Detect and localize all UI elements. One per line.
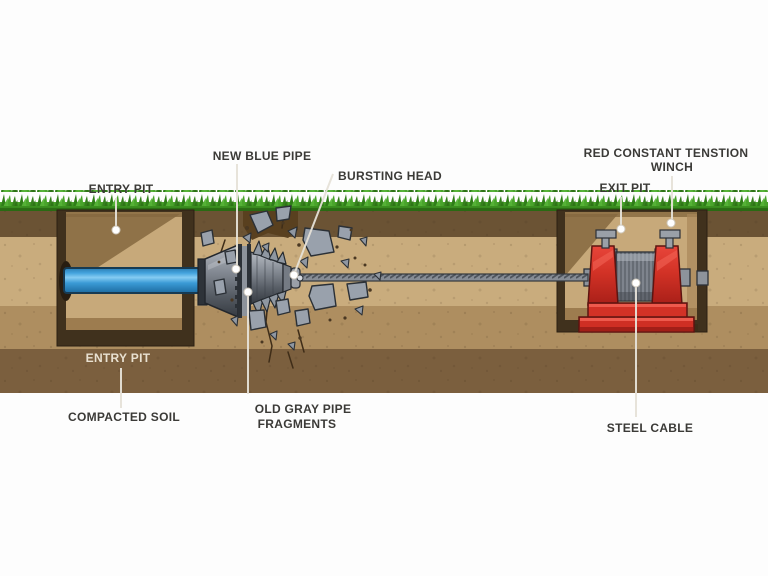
new-blue-pipe (63, 267, 211, 294)
dot-steel-cable (631, 278, 641, 288)
cutter-ridges (256, 256, 274, 300)
pipe-fragment (294, 308, 311, 327)
winch-base-upper-highlight (589, 304, 686, 307)
pipe-shard (230, 315, 239, 327)
leader-dots (111, 218, 676, 297)
exit-pit-side-shade (687, 214, 697, 320)
dot-winch (666, 218, 676, 228)
flange-spacer (242, 246, 247, 316)
pipe-fragment (302, 227, 335, 257)
cutter-teeth-top (252, 240, 287, 265)
pipe-shard (242, 232, 252, 244)
dot-new-blue-pipe (231, 264, 241, 274)
leader-bursting-head (294, 173, 334, 273)
winch-post-right-highlight (657, 250, 677, 271)
drum-highlight (617, 254, 655, 261)
grass (0, 190, 768, 211)
label-bursting-head: BURSTING HEAD (338, 169, 442, 183)
entry-pit-floor (66, 318, 182, 330)
pipe-shard (287, 341, 296, 351)
label-new-blue-pipe: NEW BLUE PIPE (213, 149, 312, 163)
cutter-teeth-bottom (252, 290, 287, 317)
label-old-gray-pipe-line2: FRAGMENTS (258, 417, 337, 431)
winch-bolt-left-cap (595, 229, 617, 239)
label-entry-pit-bottom: ENTRY PIT (86, 351, 151, 365)
pipe-shard (269, 330, 278, 341)
pipe-fragment (337, 225, 353, 241)
pipe-shard (287, 226, 298, 239)
pipe-fragment (275, 205, 292, 222)
pipe-shard (340, 258, 350, 269)
label-winch-line2: WINCH (651, 160, 693, 174)
leader-lines (115, 164, 673, 417)
winch-axle-stub (696, 270, 709, 286)
pipe-shard (261, 242, 270, 253)
pipe-shard (373, 271, 382, 281)
pipe-shard (299, 256, 309, 269)
flange-plate-right (247, 244, 251, 318)
pipe-fragment (275, 298, 291, 316)
pipe-fragment (249, 210, 274, 234)
soil-crumbs (217, 221, 372, 344)
exit-pit-top-shadow (565, 212, 697, 217)
pipe-fragment (248, 309, 267, 331)
winch-post-right (651, 245, 683, 306)
pipe-fragment (308, 283, 337, 311)
pipe-fragment (213, 278, 227, 296)
winch-post-left (587, 245, 619, 306)
pipe-fragment (200, 229, 215, 247)
dot-old-gray-pipe (243, 287, 253, 297)
steel-cable (295, 273, 589, 282)
dot-exit-pit (616, 224, 626, 234)
pipe-fragments (200, 205, 382, 351)
pipe-fragment (224, 249, 238, 265)
pipe-shard (354, 305, 364, 316)
pipe-fragment (346, 281, 369, 301)
label-entry-pit-top: ENTRY PIT (89, 182, 154, 196)
winch-bolt-right-cap (659, 229, 681, 239)
nose-taper (282, 263, 292, 293)
pipe-shard (359, 236, 368, 247)
dot-entry-pit-top (111, 225, 121, 235)
label-winch-line1: RED CONSTANT TENSTION (584, 146, 749, 160)
label-steel-cable: STEEL CABLE (607, 421, 693, 435)
flange-plate-left (238, 244, 242, 318)
winch-post-left-highlight (593, 250, 613, 271)
labels: ENTRY PIT NEW BLUE PIPE BURSTING HEAD EX… (68, 146, 748, 435)
dot-bursting-head (289, 270, 299, 280)
label-exit-pit: EXIT PIT (599, 181, 650, 195)
label-compacted-soil: COMPACTED SOIL (68, 410, 180, 424)
label-old-gray-pipe-line1: OLD GRAY PIPE (255, 402, 352, 416)
